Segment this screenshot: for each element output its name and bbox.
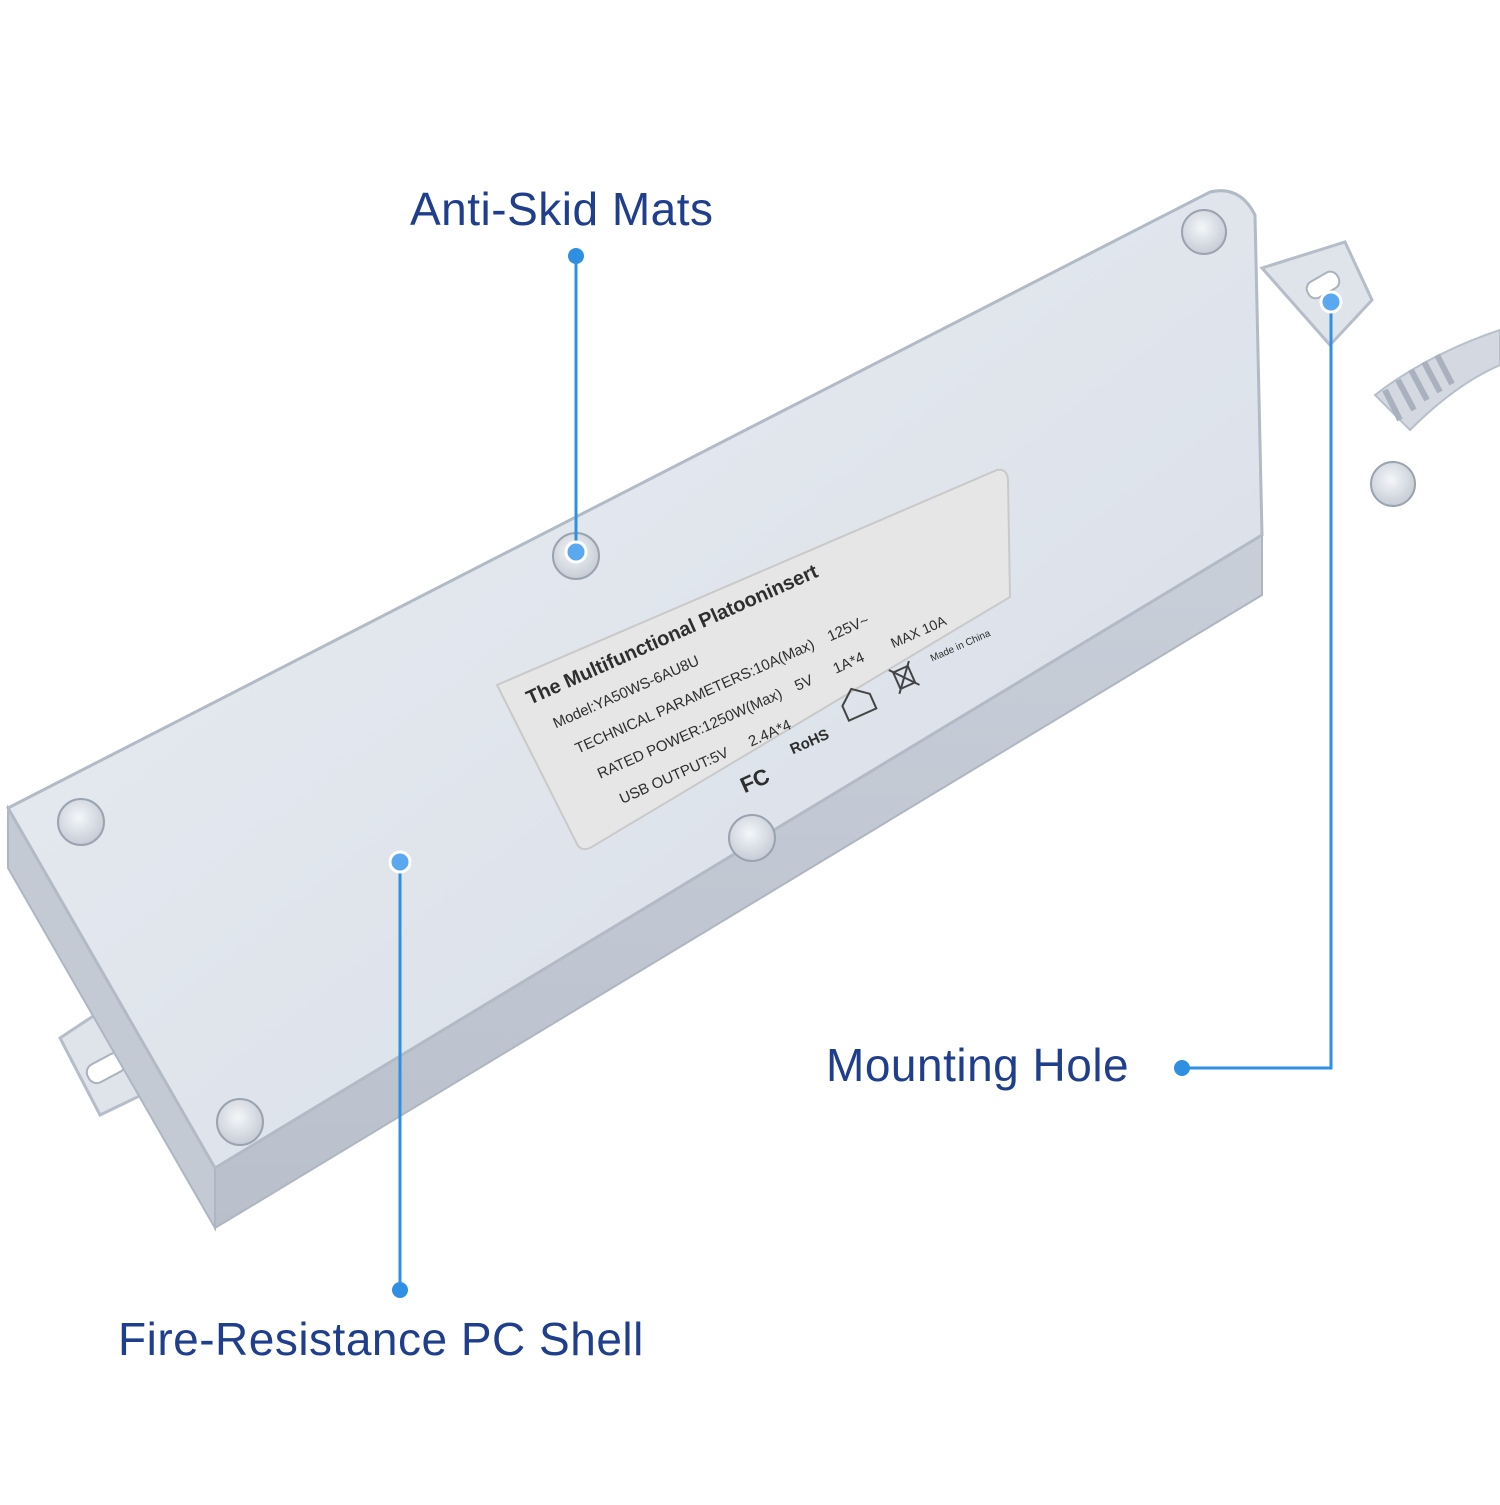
weee-bin-icon [888,660,920,695]
callout-anti-skid: Anti-Skid Mats [410,183,714,235]
pad [1181,209,1227,255]
pad [728,814,776,862]
pad [57,798,105,846]
callout-lines [388,248,1343,1298]
power-cord [1373,328,1500,432]
callout-mounting-hole: Mounting Hole [826,1039,1130,1091]
mounting-tab-right [1259,240,1374,348]
callout-fire-shell: Fire-Resistance PC Shell [118,1313,644,1365]
house-icon [841,687,878,722]
label-usb2-voltage: 5V [792,672,816,695]
pad [216,1098,264,1146]
pad [1370,461,1416,507]
